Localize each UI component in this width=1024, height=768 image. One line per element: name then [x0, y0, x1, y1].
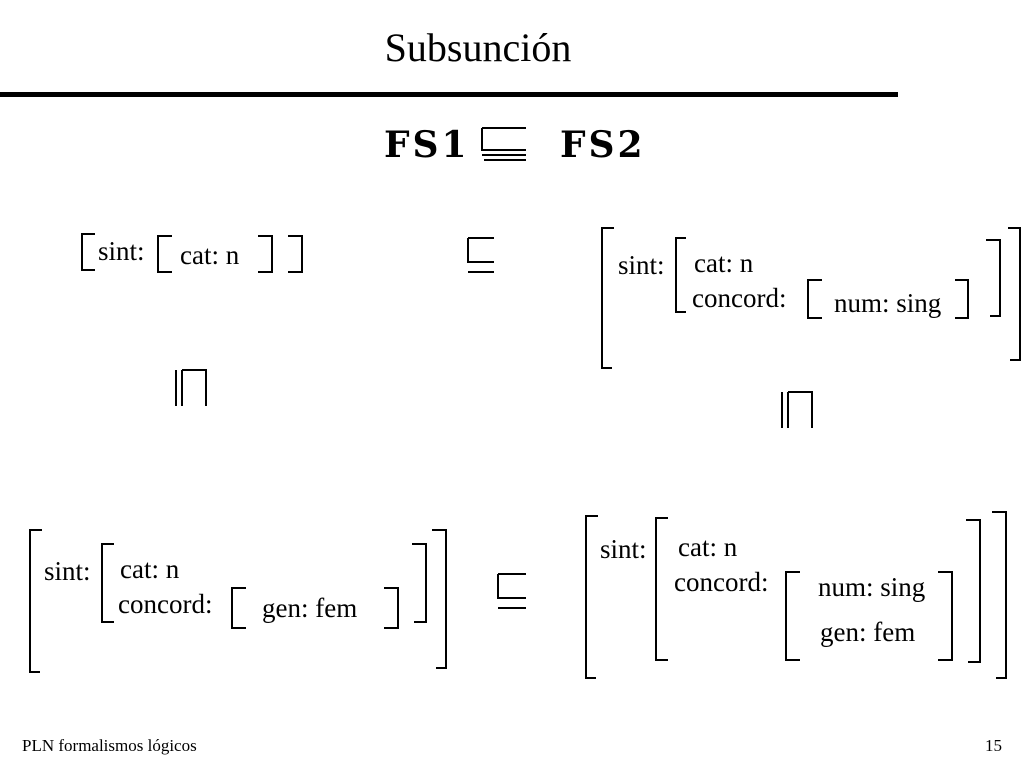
subsumes-symbol-top [467, 237, 494, 273]
formula-subsumes-icon [481, 127, 526, 161]
slide-title: Subsunción [384, 25, 572, 70]
title-underline [0, 92, 898, 97]
unify-symbol-right [781, 391, 813, 428]
bl-sint-label: sint: [44, 556, 91, 586]
footer-course: PLN formalismos lógicos [22, 736, 197, 755]
bl-concord-label: concord: [118, 589, 213, 619]
tl-cat-value: cat: n [180, 240, 240, 270]
br-concord-label: concord: [674, 567, 769, 597]
fs-bottom-right-brackets [585, 511, 1007, 679]
tr-cat-value: cat: n [694, 248, 754, 278]
subsumes-symbol-bottom [497, 573, 526, 609]
br-sint-label: sint: [600, 534, 647, 564]
bl-gen-value: gen: fem [262, 593, 358, 623]
tr-num-value: num: sing [834, 288, 942, 318]
fs-bottom-left-brackets [29, 529, 447, 673]
fs-top-left-brackets [81, 233, 303, 273]
br-num-value: num: sing [818, 572, 926, 602]
page-number: 15 [985, 736, 1002, 755]
br-cat-value: cat: n [678, 532, 738, 562]
formula-right: FS2 [560, 124, 646, 166]
br-gen-value: gen: fem [820, 617, 916, 647]
formula-left: FS1 [384, 124, 470, 166]
formula: FS1 FS2 [384, 124, 643, 166]
tl-sint-label: sint: [98, 236, 145, 266]
tr-sint-label: sint: [618, 250, 665, 280]
fs-top-right-brackets [601, 227, 1021, 369]
bl-cat-value: cat: n [120, 554, 180, 584]
unify-symbol-left [175, 369, 207, 406]
tr-concord-label: concord: [692, 283, 787, 313]
